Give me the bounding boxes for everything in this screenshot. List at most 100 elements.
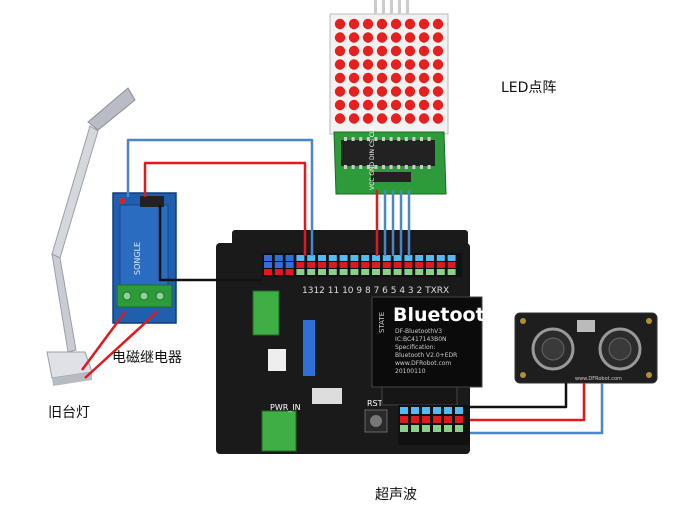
led-dot: [348, 45, 360, 57]
svg-text:www.DFRobot.com: www.DFRobot.com: [395, 360, 451, 367]
led-dot: [390, 113, 402, 124]
led-dot: [404, 18, 416, 30]
led-dot: [376, 86, 388, 97]
led-dot: [432, 45, 444, 57]
svg-text:20100110: 20100110: [395, 368, 426, 375]
wires: [80, 138, 604, 435]
led-dot: [376, 99, 388, 111]
led-dot: [404, 45, 416, 57]
led-dot: [362, 32, 374, 43]
wire-lamp-2: [84, 311, 158, 379]
led-dot: [390, 59, 402, 70]
led-dot: [348, 72, 360, 84]
svg-text:DF-BluetoothV3: DF-BluetoothV3: [395, 328, 442, 335]
led-dot: [362, 86, 374, 97]
led-dot: [432, 86, 444, 97]
led-dot: [362, 45, 374, 57]
led-dot: [348, 113, 360, 124]
svg-text:Bluetooth V2.0+EDR: Bluetooth V2.0+EDR: [395, 352, 457, 359]
bluetooth-brand: Bluetooth: [393, 304, 498, 326]
led-dot: [376, 45, 388, 57]
led-dot: [348, 59, 360, 70]
led-dot: [362, 18, 374, 30]
desk-lamp: [46, 87, 136, 386]
led-dot: [376, 59, 388, 70]
led-dot: [404, 32, 416, 43]
wire-ultra-gnd: [470, 383, 568, 409]
led-dot: [362, 99, 374, 111]
state-label: STATE: [378, 312, 386, 333]
led-dot: [432, 72, 444, 84]
led-dot: [390, 86, 402, 97]
wire-ultra-signal: [470, 383, 604, 435]
relay-module: SONGLE: [112, 192, 177, 324]
led-dot: [390, 32, 402, 43]
led-dot: [418, 18, 430, 30]
label-lamp: 旧台灯: [48, 405, 90, 421]
led-dot: [334, 113, 346, 124]
led-matrix-module: VCC GND DIN CS CLK: [329, 0, 449, 195]
led-dot: [376, 32, 388, 43]
svg-text:SONGLE: SONGLE: [133, 242, 142, 275]
led-dot: [334, 72, 346, 84]
led-dot: [390, 18, 402, 30]
led-dot: [418, 113, 430, 124]
wire-lamp-1: [80, 311, 127, 371]
led-dot: [334, 18, 346, 30]
rst-label: RST: [367, 399, 383, 408]
led-dot: [334, 32, 346, 43]
led-dot: [348, 99, 360, 111]
led-dot: [334, 45, 346, 57]
digital-header: [262, 253, 462, 277]
led-dot: [418, 32, 430, 43]
led-dot: [390, 45, 402, 57]
wire-relay-gnd: [158, 205, 262, 282]
led-dot: [404, 99, 416, 111]
bluetooth-shield-board: 1312 11 10 9 8 7 6 5 4 3 2 TXRX PWR_IN R…: [216, 230, 498, 454]
ultrasonic-sensor: www.DFRobot.com: [514, 312, 658, 384]
pwr-in-label: PWR_IN: [270, 403, 301, 412]
digital-pin-labels: 1312 11 10 9 8 7 6 5 4 3 2 TXRX: [302, 286, 449, 296]
label-relay: 电磁继电器: [112, 350, 182, 366]
matrix-pin-labels: VCC GND DIN CS CLK: [369, 125, 376, 190]
wire-ultra-vcc: [470, 383, 586, 422]
led-dot: [432, 99, 444, 111]
led-dot: [390, 72, 402, 84]
led-dot: [348, 86, 360, 97]
led-dot: [334, 99, 346, 111]
led-dot: [390, 99, 402, 111]
led-dot: [432, 18, 444, 30]
wire-relay-signal: [126, 138, 314, 256]
led-dot: [418, 59, 430, 70]
led-dot: [418, 72, 430, 84]
led-dot: [404, 59, 416, 70]
module-spec-text: DF-BluetoothV3IC:BC417143B0NSpecificatio…: [395, 328, 457, 375]
led-dot: [348, 18, 360, 30]
led-dot: [404, 113, 416, 124]
led-dot: [362, 59, 374, 70]
led-dot: [404, 72, 416, 84]
led-dot: [418, 86, 430, 97]
led-dot: [334, 59, 346, 70]
svg-text:Specification:: Specification:: [395, 344, 436, 351]
wire-relay-vcc: [143, 161, 307, 256]
led-dot: [362, 72, 374, 84]
led-dot: [418, 45, 430, 57]
led-dot: [418, 99, 430, 111]
label-led-matrix: LED点阵: [501, 80, 557, 96]
led-dot: [432, 113, 444, 124]
analog-header: [398, 405, 470, 445]
bluetooth-module: Bluetooth STATE DF-BluetoothV3IC:BC41714…: [371, 296, 498, 388]
led-dot: [404, 86, 416, 97]
led-dot: [376, 113, 388, 124]
led-dot: [334, 86, 346, 97]
svg-text:IC:BC417143B0N: IC:BC417143B0N: [395, 336, 447, 343]
led-dot: [362, 113, 374, 124]
led-dot: [376, 18, 388, 30]
led-dot: [432, 59, 444, 70]
ultrasonic-brand-text: www.DFRobot.com: [575, 376, 622, 382]
led-dot: [376, 72, 388, 84]
led-dot: [348, 32, 360, 43]
label-ultrasonic: 超声波: [375, 487, 417, 503]
